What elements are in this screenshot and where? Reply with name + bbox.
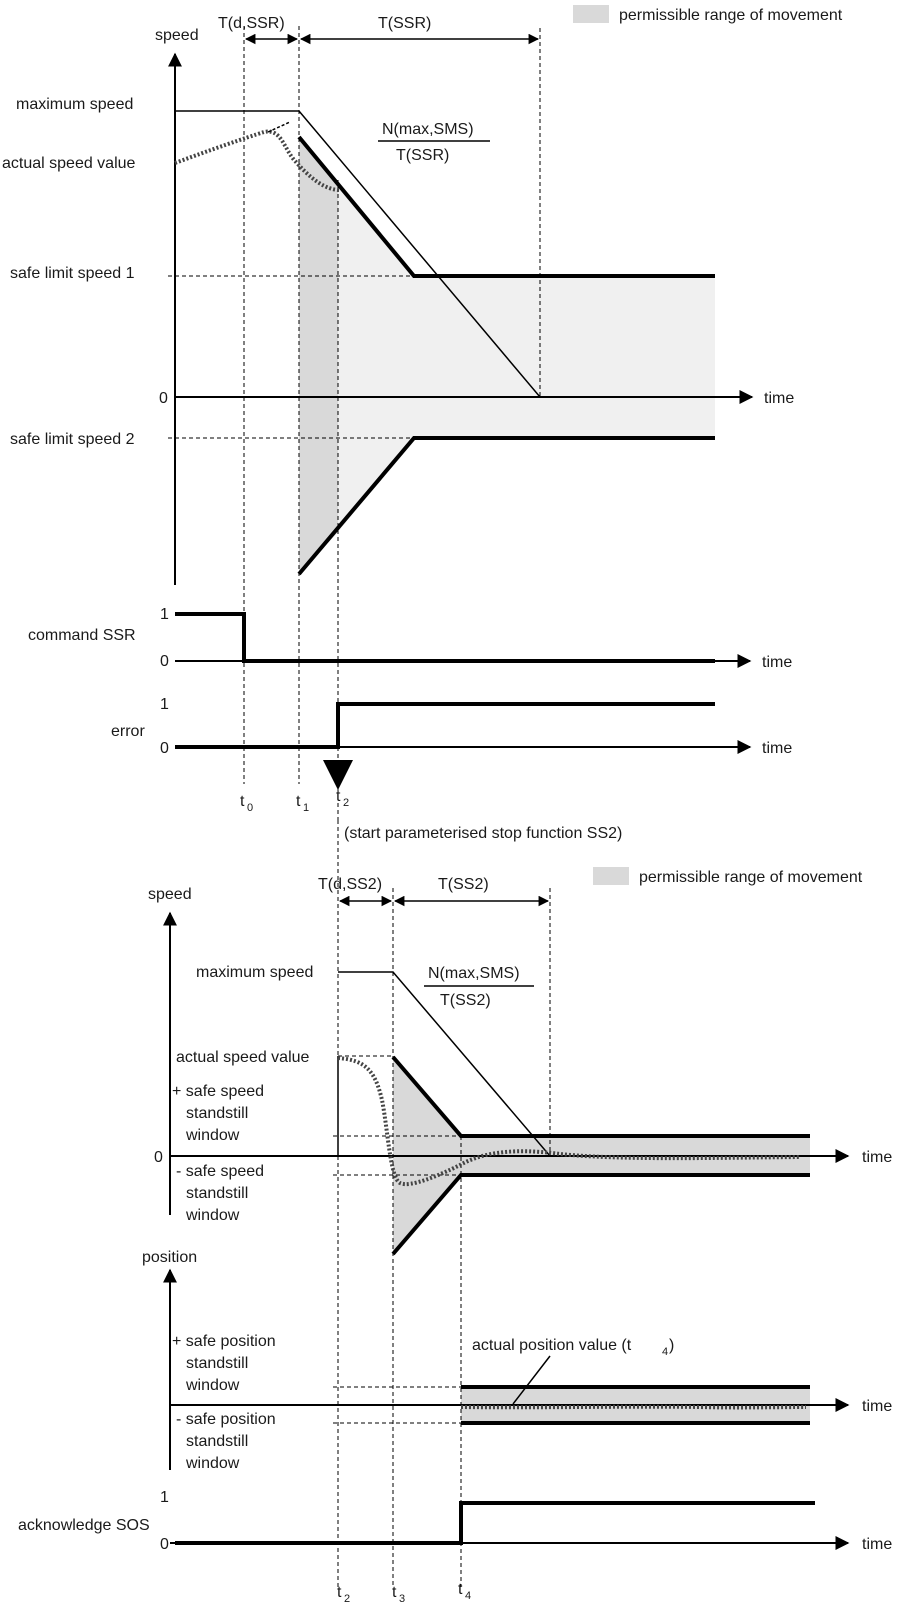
- minus-speed-window-line1: - safe speed: [176, 1163, 264, 1180]
- legend-swatch: [573, 5, 609, 23]
- error-zero: 0: [160, 740, 169, 757]
- command-ssr-label: command SSR: [28, 627, 136, 644]
- command-ssr-zero: 0: [160, 653, 169, 670]
- label-maximum-speed: maximum speed: [16, 96, 133, 113]
- label-zero: 0: [159, 390, 168, 407]
- plus-speed-window-line1: + safe speed: [172, 1083, 264, 1100]
- upper-limit-envelope: [297, 135, 715, 278]
- svg-text:actual position value (t: actual position value (t: [472, 1337, 632, 1354]
- ack-sos-zero: 0: [160, 1536, 169, 1553]
- minus-position-window-line1: - safe position: [176, 1411, 276, 1428]
- ack-sos-one: 1: [160, 1489, 169, 1506]
- position-axis-label: position: [142, 1249, 197, 1266]
- error-label: error: [111, 723, 145, 740]
- minus-speed-window-line2: standstill: [186, 1185, 248, 1202]
- plus-position-window-line1: + safe position: [172, 1333, 276, 1350]
- formula-numerator: N(max,SMS): [382, 121, 474, 138]
- label-actual-speed: actual speed value: [2, 155, 136, 172]
- t1-label: t 1: [296, 793, 309, 814]
- lower-speed-envelope: [391, 1173, 810, 1256]
- svg-text:t: t: [296, 793, 301, 810]
- label-safe-limit-speed-2: safe limit speed 2: [10, 431, 135, 448]
- ack-sos-signal: [175, 1501, 815, 1545]
- actual-speed-curve: [174, 129, 341, 192]
- actual-position-label: actual position value (t 4 ): [472, 1337, 674, 1358]
- plus-speed-window-line2: standstill: [186, 1105, 248, 1122]
- legend-label: permissible range of movement: [619, 7, 843, 24]
- legend-label-bottom: permissible range of movement: [639, 869, 863, 886]
- plus-position-window-line3: window: [185, 1377, 240, 1394]
- ack-sos-time-label: time: [862, 1536, 892, 1553]
- interval-label-tssr: T(SSR): [378, 15, 431, 32]
- interval-label-tss2: T(SS2): [438, 876, 489, 893]
- svg-text:3: 3: [399, 1593, 405, 1605]
- label-actual-speed-bottom: actual speed value: [176, 1049, 310, 1066]
- svg-text:4: 4: [662, 1346, 668, 1358]
- label-zero-bottom: 0: [154, 1149, 163, 1166]
- svg-text:4: 4: [465, 1590, 471, 1602]
- command-ssr-time-label: time: [762, 654, 792, 671]
- formula-denominator: T(SSR): [396, 147, 449, 164]
- svg-text:t: t: [240, 793, 245, 810]
- command-ssr-one: 1: [160, 606, 169, 623]
- formula-numerator-bottom: N(max,SMS): [428, 965, 520, 982]
- bottom-diagram: permissible range of movement T(d,SS2) T…: [18, 820, 892, 1605]
- svg-text:2: 2: [344, 1593, 350, 1605]
- lower-limit-envelope: [297, 436, 715, 576]
- svg-text:t: t: [337, 1584, 342, 1601]
- actual-speed-curve-bottom: [337, 1056, 801, 1187]
- error-time-label: time: [762, 740, 792, 757]
- command-ssr-signal: [175, 612, 715, 663]
- maximum-speed-line: [175, 110, 541, 398]
- formula-denominator-bottom: T(SS2): [440, 992, 491, 1009]
- permissible-region-light: [338, 185, 715, 532]
- time-axis-label: time: [764, 390, 794, 407]
- svg-text:): ): [669, 1337, 674, 1354]
- t4-label: t 4: [458, 1581, 471, 1602]
- position-time-axis-label: time: [862, 1398, 892, 1415]
- t3-label: t 3: [392, 1584, 405, 1605]
- interval-label-dss2: T(d,SS2): [318, 876, 382, 893]
- error-signal: [175, 702, 715, 749]
- svg-text:2: 2: [343, 797, 349, 809]
- plus-position-window-line2: standstill: [186, 1355, 248, 1372]
- svg-text:0: 0: [247, 802, 253, 814]
- actual-position-curve: [460, 1404, 807, 1410]
- top-diagram: permissible range of movement T(d,SSR) T…: [2, 5, 843, 842]
- svg-text:t: t: [392, 1584, 397, 1601]
- label-safe-limit-speed-1: safe limit speed 1: [10, 265, 135, 282]
- actual-position-leader: [512, 1355, 551, 1405]
- interval-label-dssr: T(d,SSR): [218, 15, 285, 32]
- svg-text:t: t: [336, 788, 341, 805]
- t2-label-bottom: t 2: [337, 1584, 350, 1605]
- plus-speed-window-line3: window: [185, 1127, 240, 1144]
- t0-label: t 0: [240, 793, 253, 814]
- label-maximum-speed-bottom: maximum speed: [196, 964, 313, 981]
- transition-arrow: [323, 760, 353, 790]
- start-ss2-note: (start parameterised stop function SS2): [344, 825, 622, 842]
- legend-swatch-bottom: [593, 867, 629, 885]
- svg-text:t: t: [458, 1581, 463, 1598]
- time-axis-label-bottom: time: [862, 1149, 892, 1166]
- minus-position-window-line2: standstill: [186, 1433, 248, 1450]
- maximum-speed-line-bottom: [338, 971, 551, 1157]
- error-one: 1: [160, 696, 169, 713]
- speed-axis-label: speed: [155, 27, 199, 44]
- t2-label-top: t 2: [336, 788, 349, 809]
- minus-speed-window-line3: window: [185, 1207, 240, 1224]
- upper-speed-envelope: [391, 1055, 810, 1138]
- minus-position-window-line3: window: [185, 1455, 240, 1472]
- svg-text:1: 1: [303, 802, 309, 814]
- permissible-region-dark: [299, 137, 338, 574]
- ack-sos-label: acknowledge SOS: [18, 1517, 150, 1534]
- speed-axis-label-bottom: speed: [148, 886, 192, 903]
